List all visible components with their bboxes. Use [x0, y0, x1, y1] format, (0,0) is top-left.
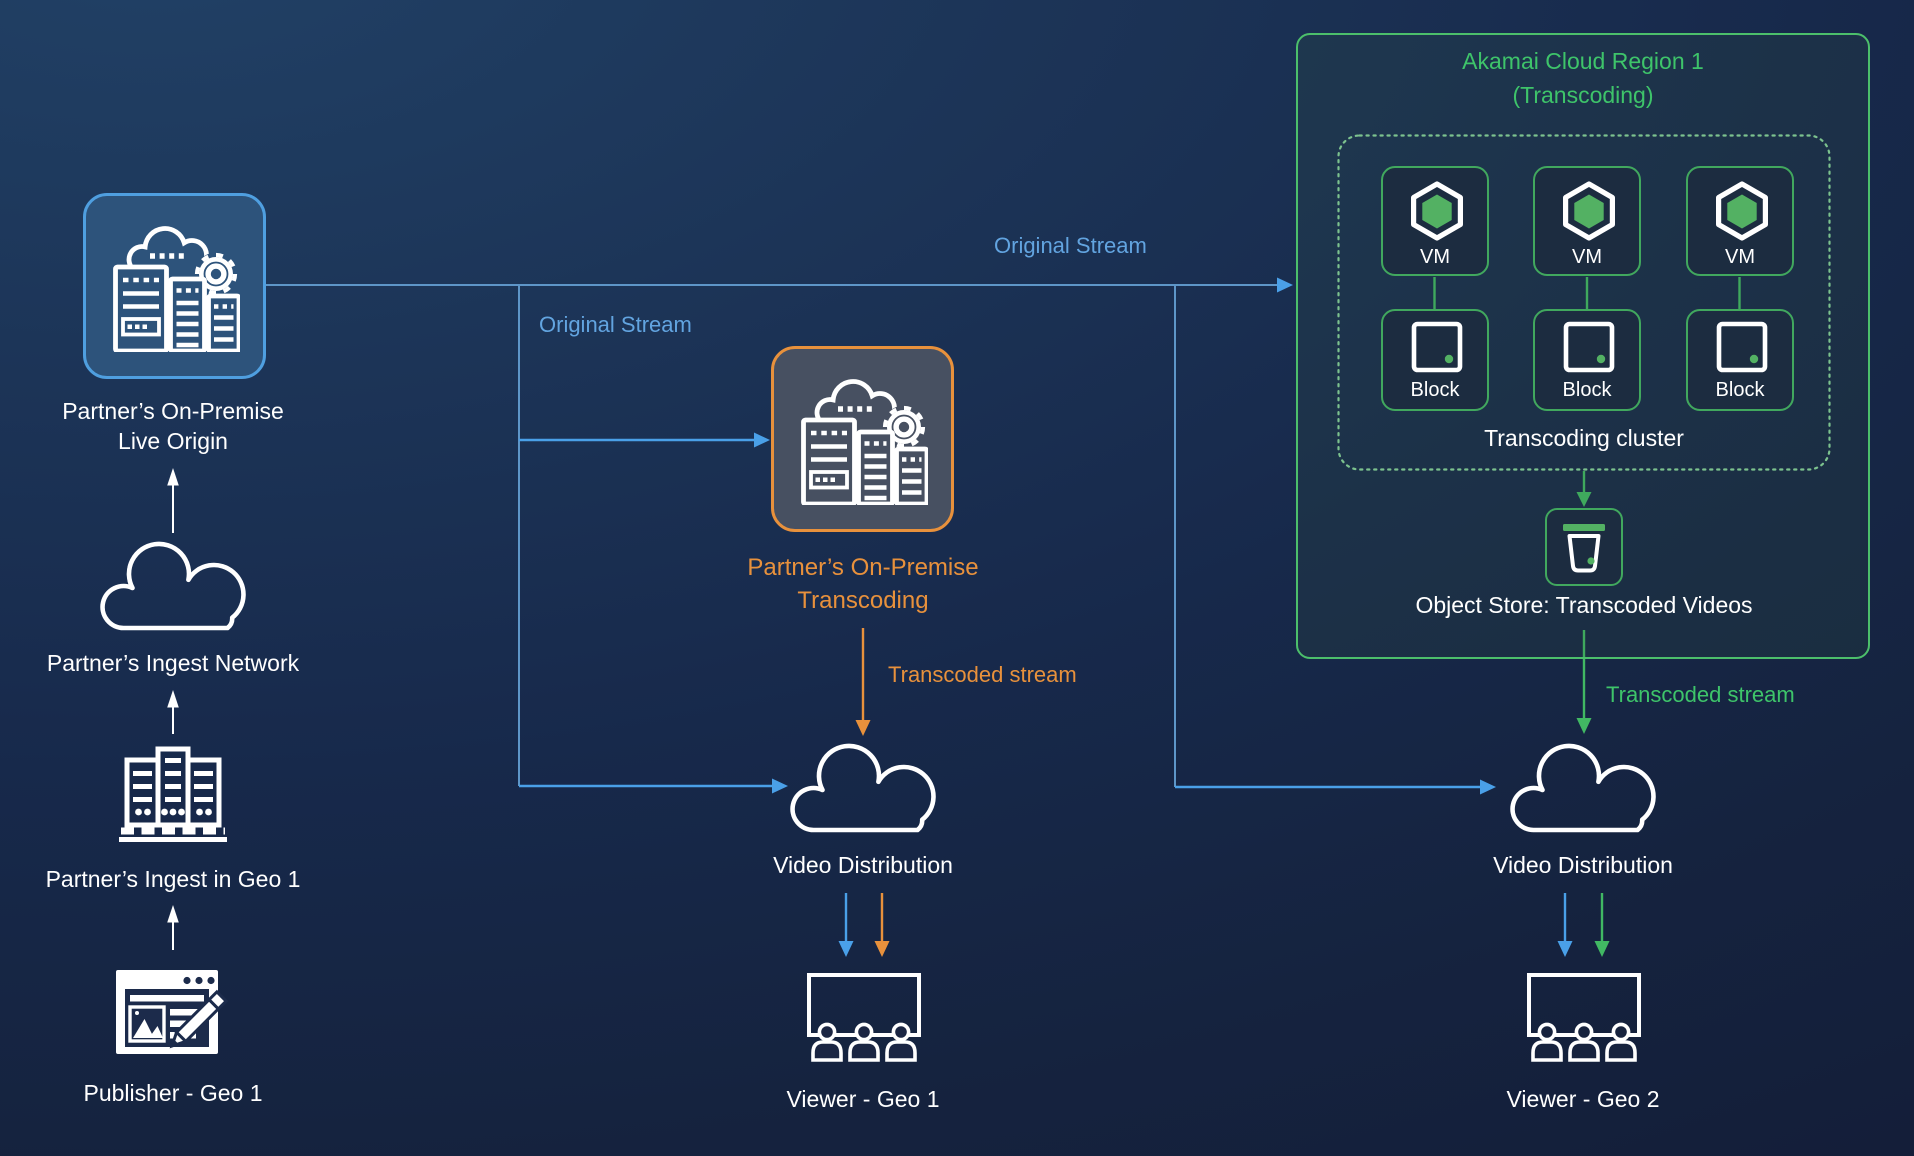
- label-transcoding: Partner’s On-Premise Transcoding: [713, 551, 1013, 617]
- label-video-dist-geo1: Video Distribution: [773, 852, 953, 878]
- label-publisher-geo1: Publisher - Geo 1: [83, 1080, 263, 1106]
- edge-label-transcoded-stream-green: Transcoded stream: [1606, 682, 1795, 707]
- publisher-icon: [116, 970, 229, 1054]
- origin-servers-icon: [113, 226, 240, 352]
- vm-hexagon-icon: [1562, 181, 1616, 241]
- label-vm-3: VM: [1725, 246, 1755, 268]
- viewer-geo2-icon: [1527, 973, 1641, 1062]
- node-vm-3: VM: [1686, 166, 1794, 276]
- vm-hexagon-icon: [1410, 181, 1464, 241]
- arrow-up-2: [167, 690, 179, 734]
- label-viewer-geo2: Viewer - Geo 2: [1506, 1086, 1660, 1112]
- label-transcoding-line1: Partner’s On-Premise: [747, 554, 979, 581]
- ingest-geo1-racks-icon: [119, 746, 227, 842]
- label-live-origin-line2: Live Origin: [118, 428, 228, 454]
- node-vm-1: VM: [1381, 166, 1489, 276]
- edge-green-arrowheads: [1576, 492, 1610, 957]
- label-block-3: Block: [1715, 379, 1765, 401]
- label-ingest-network: Partner’s Ingest Network: [46, 650, 300, 676]
- label-akamai-region: Akamai Cloud Region 1 (Transcoding): [1433, 44, 1733, 112]
- node-block-3: Block: [1686, 309, 1794, 411]
- object-store-bucket-icon: [1563, 524, 1605, 573]
- node-object-store: [1545, 508, 1623, 586]
- label-video-dist-geo2: Video Distribution: [1493, 852, 1673, 878]
- edge-original-stream-trunk: [266, 284, 1285, 787]
- node-vm-2: VM: [1533, 166, 1641, 276]
- node-block-1: Block: [1381, 309, 1489, 411]
- block-storage-icon: [1716, 321, 1768, 373]
- arrow-up-1: [167, 468, 179, 533]
- edge-label-original-stream-mid: Original Stream: [539, 312, 692, 337]
- label-vm-2: VM: [1572, 246, 1602, 268]
- node-live-origin: [83, 193, 266, 379]
- label-object-store: Object Store: Transcoded Videos: [1415, 592, 1753, 618]
- label-block-1: Block: [1410, 379, 1460, 401]
- transcoding-servers-icon: [801, 379, 928, 505]
- label-ingest-geo1: Partner’s Ingest in Geo 1: [45, 866, 301, 892]
- ingest-network-cloud-icon: [100, 541, 246, 631]
- label-block-2: Block: [1562, 379, 1612, 401]
- label-transcoding-line2: Transcoding: [797, 587, 929, 614]
- label-vm-1: VM: [1420, 246, 1450, 268]
- edge-blue-arrowheads: [754, 277, 1573, 957]
- label-transcoding-cluster: Transcoding cluster: [1484, 425, 1684, 451]
- block-storage-icon: [1411, 321, 1463, 373]
- edge-label-transcoded-stream-orange: Transcoded stream: [888, 662, 1077, 687]
- edge-orange-arrows: [861, 628, 884, 943]
- edge-green-arrows: [1433, 277, 1741, 943]
- arrow-up-3: [167, 905, 179, 950]
- label-viewer-geo1: Viewer - Geo 1: [786, 1086, 940, 1112]
- block-storage-icon: [1563, 321, 1615, 373]
- label-akamai-region-line2: (Transcoding): [1512, 82, 1654, 108]
- node-transcoding: [771, 346, 954, 532]
- node-transcoding-cluster: [1337, 134, 1831, 471]
- edge-blue-arrows: [519, 438, 1567, 943]
- edge-label-original-stream-top: Original Stream: [994, 233, 1147, 258]
- label-live-origin-line1: Partner’s On-Premise: [62, 398, 284, 424]
- label-akamai-region-line1: Akamai Cloud Region 1: [1462, 48, 1704, 74]
- video-dist-geo1-cloud-icon: [790, 743, 936, 833]
- node-block-2: Block: [1533, 309, 1641, 411]
- edge-orange-arrowheads: [855, 720, 890, 957]
- label-live-origin: Partner’s On-Premise Live Origin: [23, 396, 323, 456]
- video-dist-geo2-cloud-icon: [1510, 743, 1656, 833]
- cluster-dotted-border: [1337, 134, 1831, 471]
- vm-hexagon-icon: [1715, 181, 1769, 241]
- viewer-geo1-icon: [807, 973, 921, 1062]
